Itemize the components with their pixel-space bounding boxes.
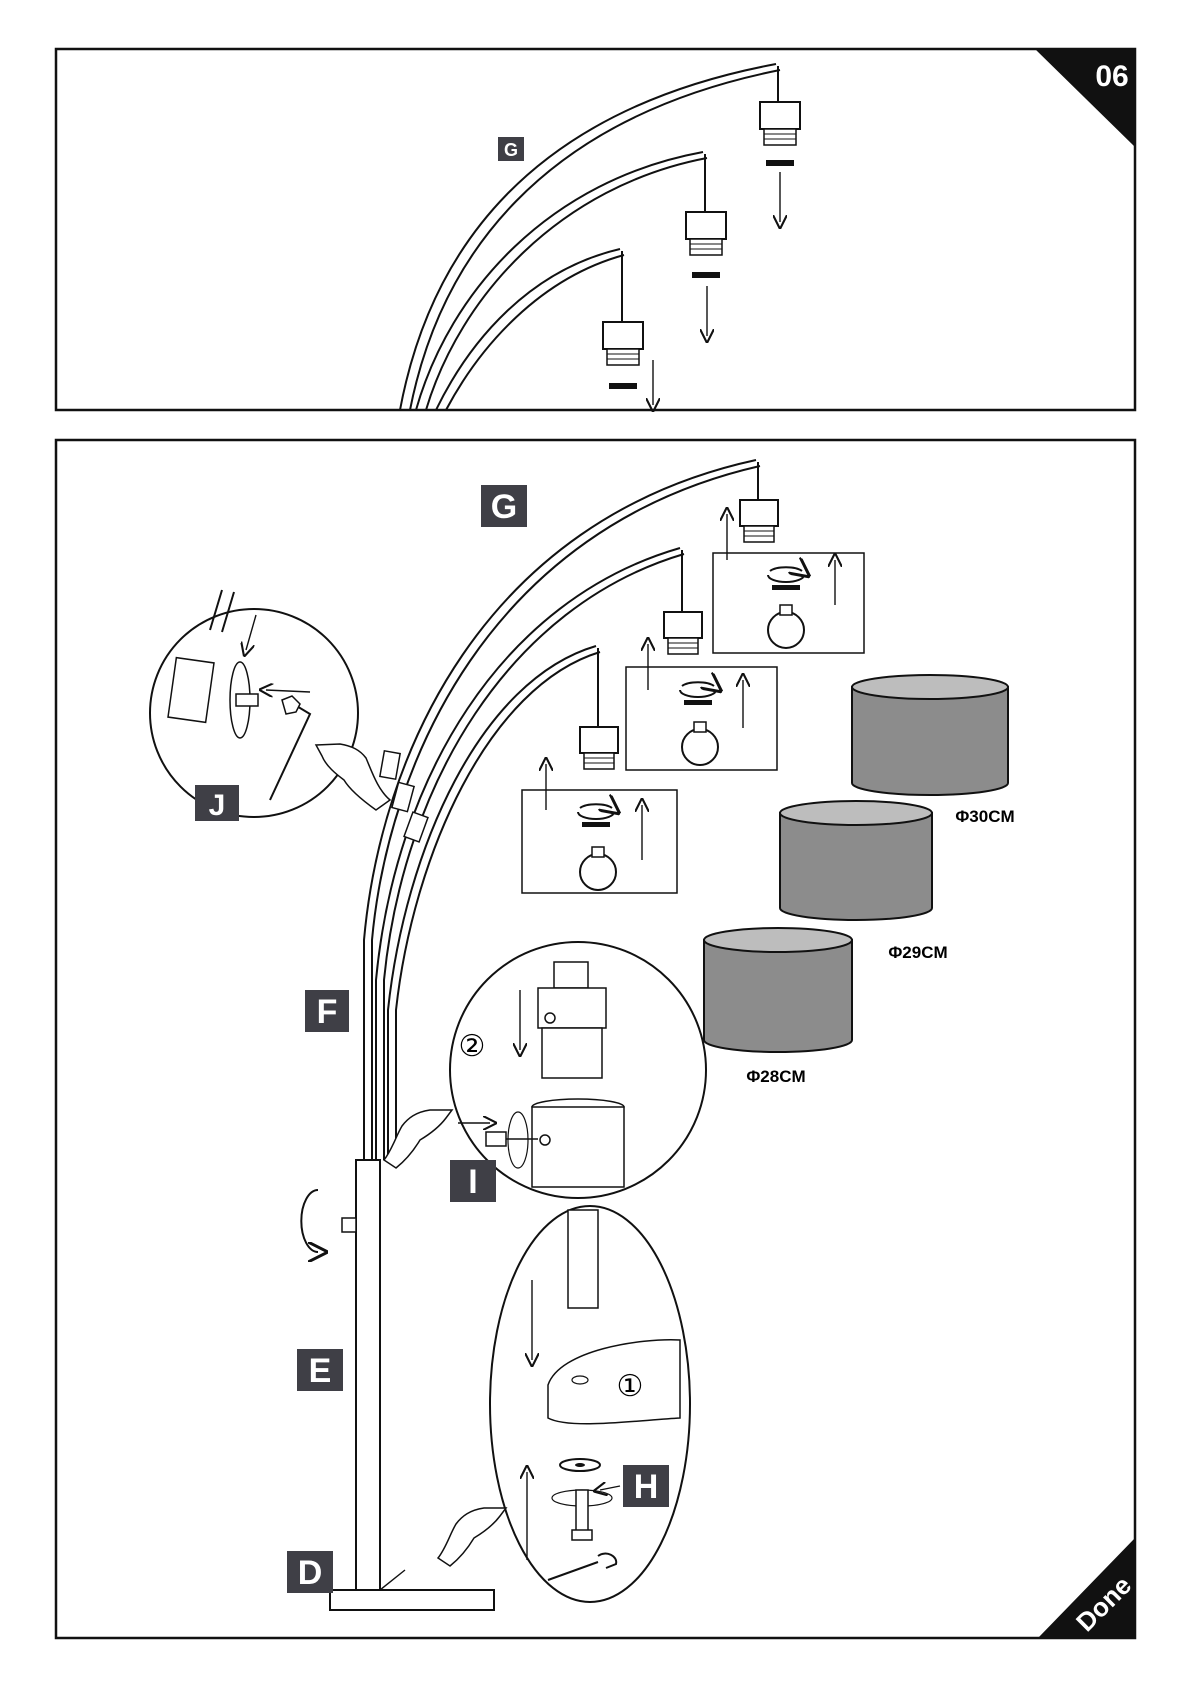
svg-text:G: G	[491, 488, 517, 526]
socket-2	[648, 612, 702, 690]
step-marker-1: ①	[617, 1370, 644, 1403]
part-label-e: E	[297, 1349, 343, 1391]
detail-circle-i: ② I	[450, 942, 706, 1202]
socket-3	[546, 727, 618, 810]
bottom-panel: Done	[56, 440, 1137, 1638]
step-badge: 06	[1035, 49, 1135, 147]
socket-1	[727, 500, 778, 560]
detail-circle-j: J	[150, 590, 358, 822]
base-d	[330, 1590, 494, 1610]
svg-text:Φ29CM: Φ29CM	[888, 943, 947, 962]
part-label-g: G	[481, 485, 527, 527]
part-label-i: I	[468, 1163, 477, 1201]
hand-pointer-2	[384, 1110, 452, 1168]
top-panel: 06	[56, 49, 1135, 410]
part-label-f: F	[305, 990, 349, 1032]
socket-top-1	[760, 102, 800, 222]
hand-pointer-3	[438, 1508, 506, 1566]
part-label-d: D	[287, 1551, 333, 1593]
detail-ellipse-h: ① H	[490, 1206, 690, 1602]
svg-text:Φ28CM: Φ28CM	[746, 1067, 805, 1086]
svg-text:F: F	[317, 993, 338, 1031]
bulb-box-3	[522, 790, 677, 893]
step-marker-2: ②	[459, 1030, 486, 1063]
part-label-g-top: G	[498, 137, 524, 161]
svg-text:Φ30CM: Φ30CM	[955, 807, 1014, 826]
part-label-h: H	[634, 1468, 659, 1506]
socket-top-2	[686, 212, 726, 336]
shade-28cm: Φ28CM	[704, 928, 852, 1086]
part-label-j: J	[209, 789, 226, 822]
bulb-box-1	[713, 553, 864, 653]
svg-text:D: D	[298, 1554, 323, 1592]
step-number: 06	[1095, 60, 1128, 93]
svg-text:G: G	[504, 140, 518, 160]
done-badge: Done	[1038, 1538, 1137, 1638]
svg-text:E: E	[309, 1352, 332, 1390]
socket-top-3	[603, 322, 653, 405]
